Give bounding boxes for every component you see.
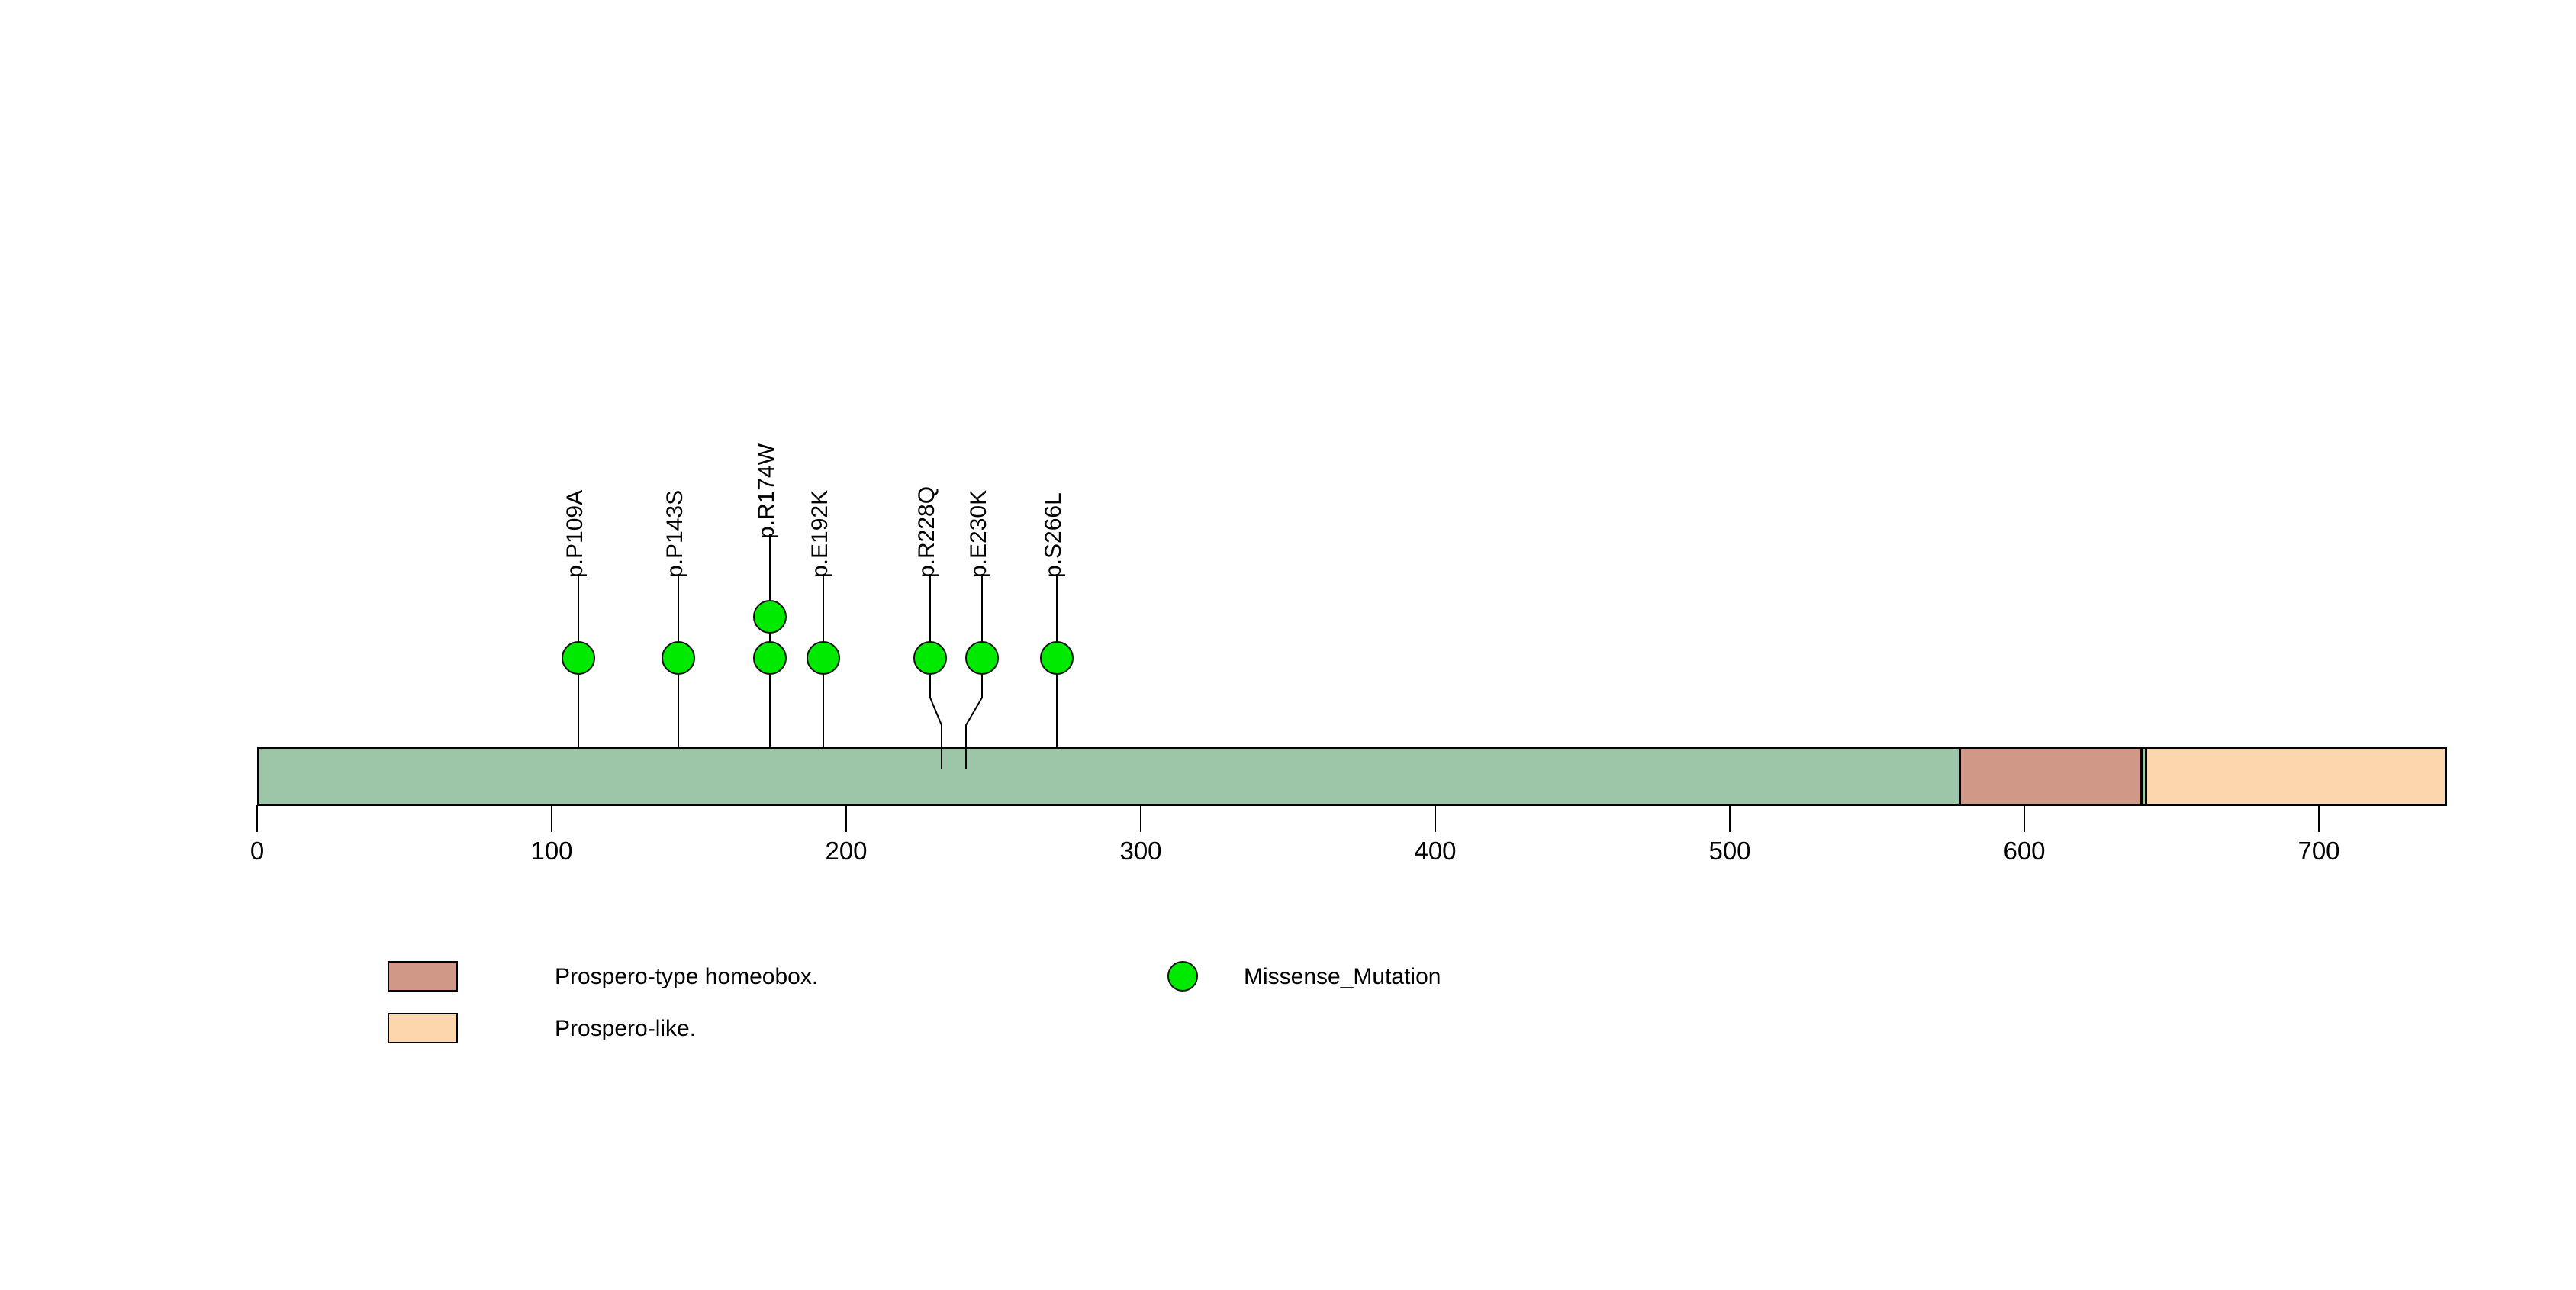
legend-marker-missense-mutation	[1167, 961, 1198, 992]
axis-tick-700	[2318, 805, 2320, 832]
lollipop-dot-p-p143s[interactable]	[662, 641, 695, 675]
lollipop-label-p-e192k: p.E192K	[807, 489, 832, 578]
axis-tick-label-700: 700	[2297, 837, 2340, 865]
axis-tick-400	[1435, 805, 1436, 832]
lollipop-stem-p-e230k	[981, 574, 983, 689]
axis-tick-label-200: 200	[825, 837, 868, 865]
lollipop-label-p-p109a: p.P109A	[562, 489, 588, 578]
lollipop-dot-p-e230k[interactable]	[965, 641, 999, 675]
axis-tick-label-300: 300	[1119, 837, 1162, 865]
axis-tick-label-400: 400	[1414, 837, 1457, 865]
lollipop-label-p-p143s: p.P143S	[662, 489, 687, 578]
axis-tick-100	[551, 805, 552, 832]
lollipop-label-p-e230k: p.E230K	[966, 489, 991, 578]
domain-prospero-type-homeobox[interactable]	[1959, 747, 2143, 806]
lollipop-dot-p-r174w-1[interactable]	[753, 641, 787, 675]
axis-tick-label-600: 600	[2003, 837, 2046, 865]
lollipop-stem-p-r228q	[929, 574, 931, 689]
legend-label-missense-mutation: Missense_Mutation	[1244, 964, 1441, 989]
legend-label-prospero-type-homeobox: Prospero-type homeobox.	[555, 964, 819, 989]
legend-swatch-prospero-type-homeobox	[388, 961, 458, 992]
lollipop-fork-p-r228q	[929, 685, 942, 769]
lollipop-dot-p-p109a[interactable]	[562, 641, 595, 675]
lollipop-dot-p-r174w-2[interactable]	[753, 600, 787, 634]
lollipop-dot-p-s266l[interactable]	[1040, 641, 1074, 675]
lollipop-dot-p-e192k[interactable]	[807, 641, 840, 675]
lollipop-dot-p-r228q[interactable]	[913, 641, 947, 675]
axis-tick-label-100: 100	[530, 837, 573, 865]
axis-tick-label-0: 0	[250, 837, 265, 865]
lollipop-label-p-r174w: p.R174W	[754, 443, 779, 539]
lollipop-label-p-s266l: p.S266L	[1041, 492, 1066, 578]
lollipop-label-p-r228q: p.R228Q	[914, 485, 939, 578]
lollipop-fork-p-e230k	[965, 685, 983, 769]
axis-tick-600	[2024, 805, 2025, 832]
legend-swatch-prospero-like	[388, 1013, 458, 1043]
axis-tick-300	[1140, 805, 1141, 832]
axis-tick-0	[256, 805, 258, 832]
domain-prospero-like[interactable]	[2145, 747, 2447, 806]
axis-tick-500	[1729, 805, 1731, 832]
legend-label-prospero-like: Prospero-like.	[555, 1016, 697, 1041]
axis-tick-label-500: 500	[1708, 837, 1751, 865]
axis-tick-200	[845, 805, 847, 832]
